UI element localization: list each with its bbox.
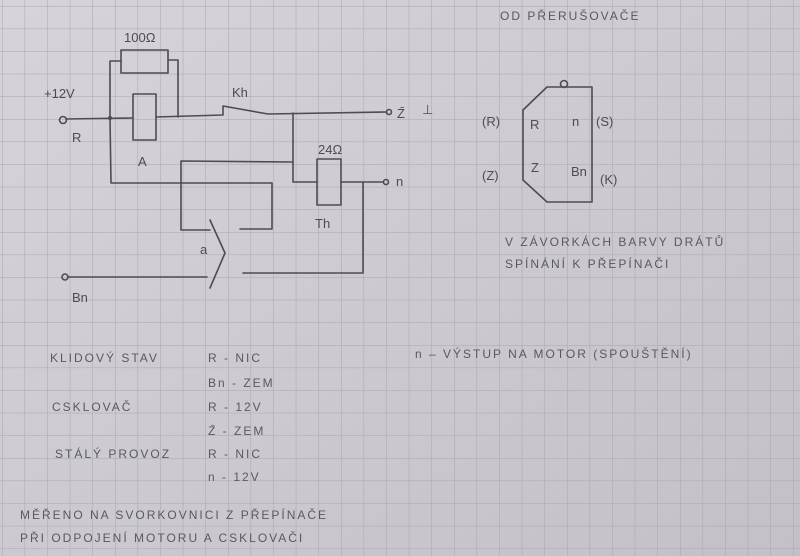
connector-key xyxy=(559,79,569,89)
pin-n: n xyxy=(572,114,579,129)
pin-s-wire: (S) xyxy=(596,114,613,129)
pin-z: Z xyxy=(531,160,539,175)
connector-note-1: V ZÁVORKÁCH BARVY DRÁTŮ xyxy=(505,234,725,249)
pin-r: R xyxy=(530,117,539,132)
terminal-r xyxy=(58,115,68,125)
terminal-z-label: Z̄ xyxy=(397,106,405,121)
state-value: Z̄ - ZEM xyxy=(208,424,265,438)
terminal-n-label: n xyxy=(396,174,403,189)
state-name: STÁLÝ PROVOZ xyxy=(55,446,171,461)
relay-label: A xyxy=(138,154,147,169)
wire-coil xyxy=(292,112,318,183)
contact-a xyxy=(209,219,226,289)
output-note: n – VÝSTUP NA MOTOR (SPOUŠTĚNÍ) xyxy=(415,346,693,361)
state-value: R - NIC xyxy=(208,447,262,461)
switch-kh xyxy=(155,105,388,118)
connector-body xyxy=(522,86,593,203)
circuit-schematic: +12V R 100Ω A Kh Z̄ ⊥ 24Ω Th n a Bn xyxy=(44,30,433,305)
pin-bn: Bn xyxy=(571,164,587,179)
wire-resistor xyxy=(109,59,179,119)
wire-r xyxy=(65,117,134,120)
pin-k-wire: (K) xyxy=(600,172,617,187)
state-value: R - 12V xyxy=(208,400,263,414)
terminal-bn-label: Bn xyxy=(72,290,88,305)
ground-symbol: ⊥ xyxy=(422,102,433,117)
states-table: KLIDOVÝ STAV R - NIC Bn - ZEM CSKLOVAČ R… xyxy=(50,350,275,484)
terminal-r-label: R xyxy=(72,130,81,145)
supply-label: +12V xyxy=(44,86,75,101)
switch-label: Kh xyxy=(232,85,248,100)
connector-title: OD PŘERUŠOVAČE xyxy=(500,8,640,23)
pin-r-wire: (R) xyxy=(482,114,500,129)
resistor-label: 100Ω xyxy=(124,30,156,45)
wire-n xyxy=(242,181,384,274)
state-value: Bn - ZEM xyxy=(208,376,275,390)
terminal-n xyxy=(382,178,390,186)
coil-label: 24Ω xyxy=(318,142,342,157)
wire-loop xyxy=(109,117,294,231)
footer-note-1: MĚŘENO NA SVORKOVNICI Z PŘEPÍNAČE xyxy=(20,507,328,522)
footer-note-2: PŘI ODPOJENÍ MOTORU A CSKLOVAČI xyxy=(20,530,304,545)
contact-label: a xyxy=(200,242,208,257)
state-name: CSKLOVAČ xyxy=(52,399,132,414)
state-value: R - NIC xyxy=(208,351,262,365)
connector-diagram: OD PŘERUŠOVAČE (R) R n (S) (Z) Z Bn (K) … xyxy=(415,8,725,361)
state-value: n - 12V xyxy=(208,470,261,484)
pin-z-wire: (Z) xyxy=(482,168,499,183)
thermal-label: Th xyxy=(315,216,330,231)
terminal-z xyxy=(385,108,393,116)
state-name: KLIDOVÝ STAV xyxy=(50,350,159,365)
connector-note-2: SPÍNÁNÍ K PŘEPÍNAČI xyxy=(505,256,670,271)
